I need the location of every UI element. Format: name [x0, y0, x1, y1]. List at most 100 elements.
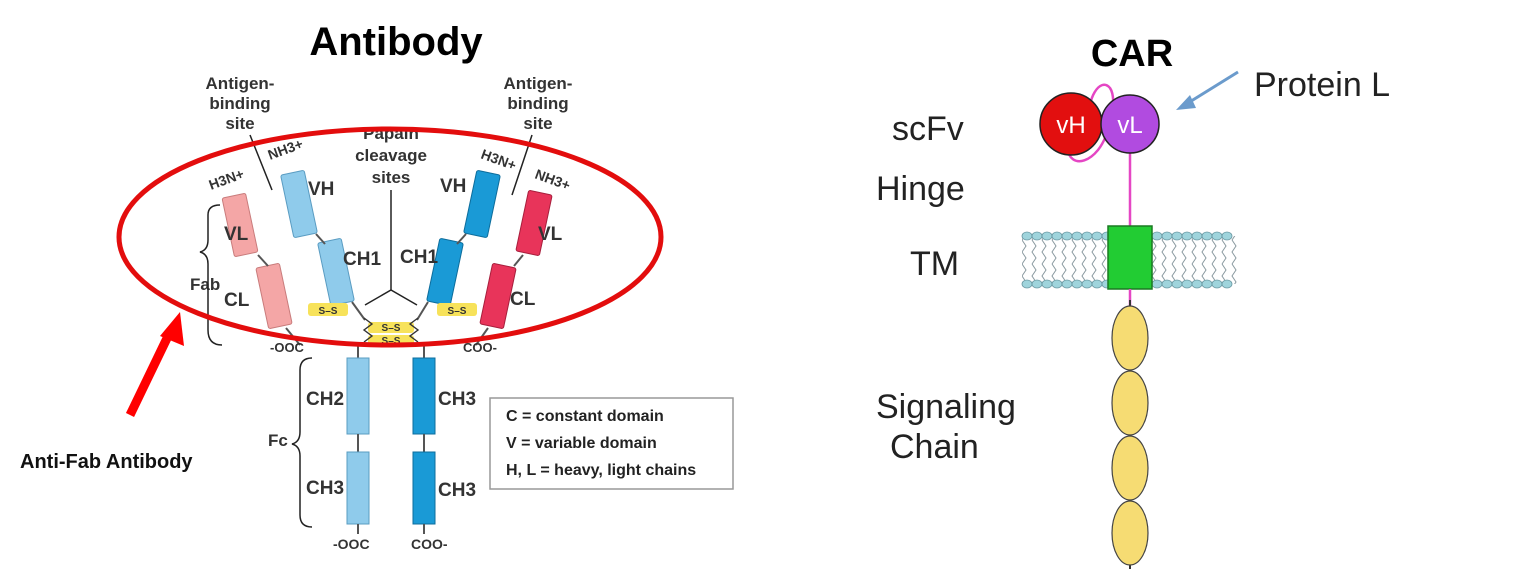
- lipid-head: [1031, 279, 1043, 289]
- lipid-head: [1081, 279, 1093, 289]
- antigen-binding-left-2: binding: [209, 94, 270, 113]
- lipid-head: [1081, 231, 1093, 241]
- tm-domain: [1107, 225, 1153, 290]
- ch2-right-domain: [412, 357, 436, 435]
- vl-label: vL: [1117, 112, 1142, 139]
- anti-fab-arrow: [125, 312, 184, 417]
- fab-brace: [199, 204, 223, 346]
- antigen-binding-left-1: Antigen-: [206, 74, 275, 93]
- disulfide-hinge-1: [368, 322, 414, 333]
- lipid-head: [1061, 279, 1073, 289]
- right-heavy-chain: [416, 170, 501, 321]
- lipid-head: [1191, 279, 1203, 289]
- signaling-label-2: Chain: [890, 428, 979, 466]
- cl-right-label: CL: [510, 289, 536, 310]
- ch1-right-domain: [426, 238, 464, 306]
- signaling-domain-2: [1111, 370, 1149, 436]
- lipid-head: [1181, 231, 1193, 241]
- antigen-binding-right-2: binding: [507, 94, 568, 113]
- ch1-left-label: CH1: [343, 249, 381, 270]
- ch1-right-label: CH1: [400, 247, 438, 268]
- legend-chains: H, L = heavy, light chains: [506, 462, 696, 479]
- ch2-left-domain: [346, 357, 370, 435]
- vh-label: vH: [1056, 112, 1085, 139]
- signaling-domain-3: [1111, 435, 1149, 501]
- nh3-right-label: NH3+: [533, 166, 572, 193]
- ch3-right-lower-label: CH3: [438, 480, 476, 501]
- lipid-head: [1161, 279, 1173, 289]
- legend-box: C = constant domain V = variable domain …: [489, 397, 734, 490]
- left-light-chain: [221, 193, 301, 346]
- lipid-head: [1191, 231, 1203, 241]
- ch3-right-domain: [412, 451, 436, 525]
- cl-right-domain: [479, 263, 517, 329]
- ooc-bottom-label: -OOC: [333, 536, 370, 552]
- h3n-right-label: H3N+: [479, 146, 518, 173]
- ch3-right-upper-label: CH3: [438, 389, 476, 410]
- signaling-chain: [1111, 300, 1149, 569]
- lipid-head: [1221, 231, 1233, 241]
- ooc-left-label: -OOC: [270, 340, 305, 355]
- fc-brace: [291, 357, 313, 528]
- fab-label: Fab: [190, 275, 220, 294]
- lipid-head: [1201, 279, 1213, 289]
- lipid-head: [1071, 231, 1083, 241]
- hinge-link-top: [364, 289, 418, 306]
- signaling-label-1: Signaling: [876, 388, 1016, 426]
- coo-right-label: COO-: [463, 340, 497, 355]
- antigen-binding-label-left: Antigen- binding site: [206, 74, 275, 133]
- svg-text:S–S: S–S: [382, 336, 401, 347]
- fc-label: Fc: [268, 431, 288, 450]
- lipid-head: [1221, 279, 1233, 289]
- vl-left-domain: [221, 193, 259, 257]
- antibody-panel: Antibody Antigen- binding site Antigen- …: [20, 20, 734, 552]
- anti-fab-label: Anti-Fab Antibody: [20, 451, 193, 473]
- ch3-left-lower-label: CH3: [306, 478, 344, 499]
- tm-label: TM: [910, 245, 959, 283]
- lipid-head: [1091, 279, 1103, 289]
- lipid-head: [1061, 231, 1073, 241]
- svg-text:S–S: S–S: [319, 306, 338, 317]
- lipid-head: [1051, 279, 1063, 289]
- antigen-binding-right-3: site: [523, 114, 552, 133]
- lipid-head: [1151, 279, 1163, 289]
- hinge-label: Hinge: [876, 170, 965, 208]
- antibody-title: Antibody: [309, 20, 483, 64]
- lipid-head: [1161, 231, 1173, 241]
- papain-line-3: sites: [372, 168, 411, 187]
- lipid-head: [1171, 231, 1183, 241]
- lipid-head: [1181, 279, 1193, 289]
- vh-right-label: VH: [440, 176, 466, 197]
- svg-text:S–S: S–S: [448, 306, 467, 317]
- disulfide-bonds: S–S S–S S–S S–S: [308, 303, 477, 347]
- legend-constant: C = constant domain: [506, 408, 664, 425]
- lipid-head: [1091, 231, 1103, 241]
- vh-left-label: VH: [308, 179, 334, 200]
- car-panel: CAR Protein L scFv Hinge TM Signaling Ch…: [876, 33, 1390, 569]
- antigen-binding-left-3: site: [225, 114, 254, 133]
- lipid-head: [1171, 279, 1183, 289]
- vl-left-label: VL: [224, 224, 249, 245]
- svg-text:S–S: S–S: [382, 323, 401, 334]
- vl-right-domain: [515, 190, 553, 256]
- lipid-head: [1051, 231, 1063, 241]
- disulfide-left: [308, 303, 348, 316]
- papain-line-2: cleavage: [355, 146, 427, 165]
- lipid-head: [1031, 231, 1043, 241]
- right-light-chain: [475, 190, 553, 346]
- left-heavy-chain: [280, 170, 366, 321]
- lipid-head: [1211, 279, 1223, 289]
- protein-l-label: Protein L: [1254, 66, 1390, 104]
- lipid-head: [1021, 231, 1033, 241]
- cl-left-label: CL: [224, 290, 250, 311]
- legend-variable: V = variable domain: [506, 435, 657, 452]
- lipid-head: [1211, 231, 1223, 241]
- h3n-left-label: H3N+: [207, 165, 246, 192]
- lipid-head: [1041, 279, 1053, 289]
- antigen-binding-label-right: Antigen- binding site: [504, 74, 573, 133]
- vh-right-domain: [463, 170, 501, 238]
- scfv-label: scFv: [892, 110, 964, 148]
- lipid-head: [1041, 231, 1053, 241]
- vl-domain: vL: [1100, 94, 1160, 154]
